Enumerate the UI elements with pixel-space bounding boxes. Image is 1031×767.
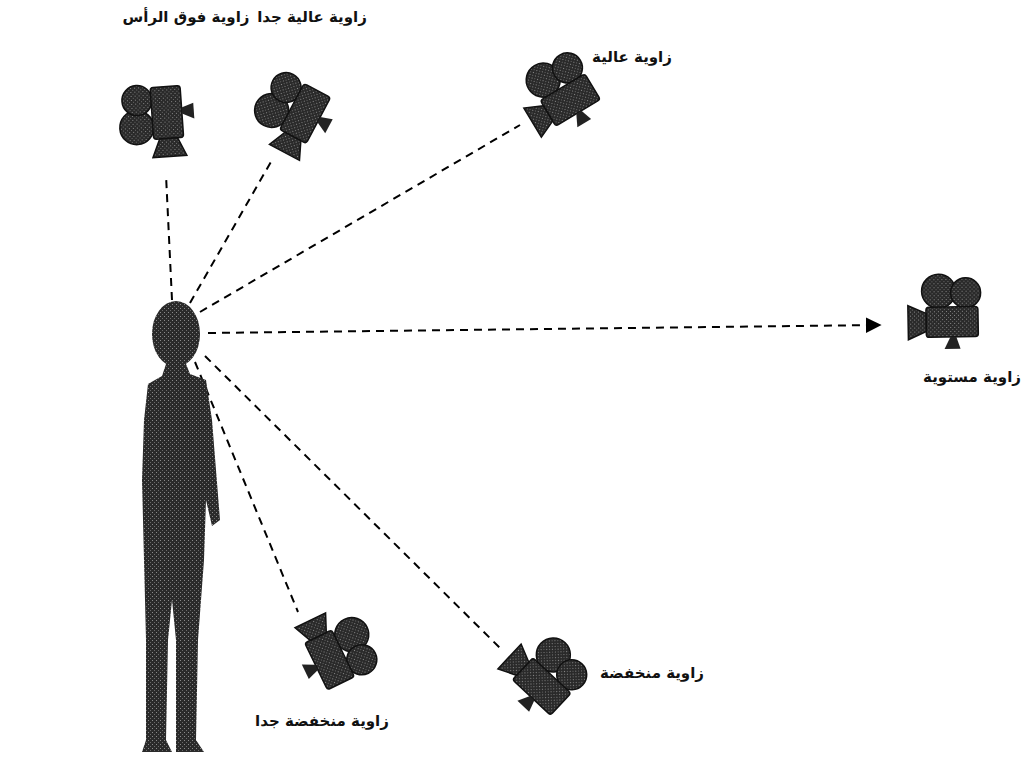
camera-icon — [907, 273, 981, 349]
cameras — [117, 44, 982, 726]
sight-line — [208, 325, 880, 333]
person-silhouette — [142, 301, 220, 752]
angle-label: زاوية منخفضة — [600, 664, 704, 682]
camera-icon — [491, 621, 596, 726]
sight-line — [166, 175, 172, 300]
angle-label: زاوية منخفضة جدا — [255, 712, 389, 730]
person-body — [142, 364, 220, 752]
camera-icon — [242, 65, 342, 165]
sight-line — [190, 160, 272, 303]
angle-label: زاوية عالية جدا — [257, 8, 367, 26]
angle-label: زاوية عالية — [592, 48, 672, 66]
angle-label: زاوية مستوية — [923, 368, 1021, 386]
sight-lines — [166, 125, 880, 648]
angle-label: زاوية فوق الرأس — [123, 8, 250, 26]
camera-icon — [117, 82, 197, 160]
sight-line — [200, 125, 520, 312]
person-head — [152, 301, 200, 367]
sight-line — [205, 356, 500, 648]
camera-icon — [286, 599, 385, 697]
